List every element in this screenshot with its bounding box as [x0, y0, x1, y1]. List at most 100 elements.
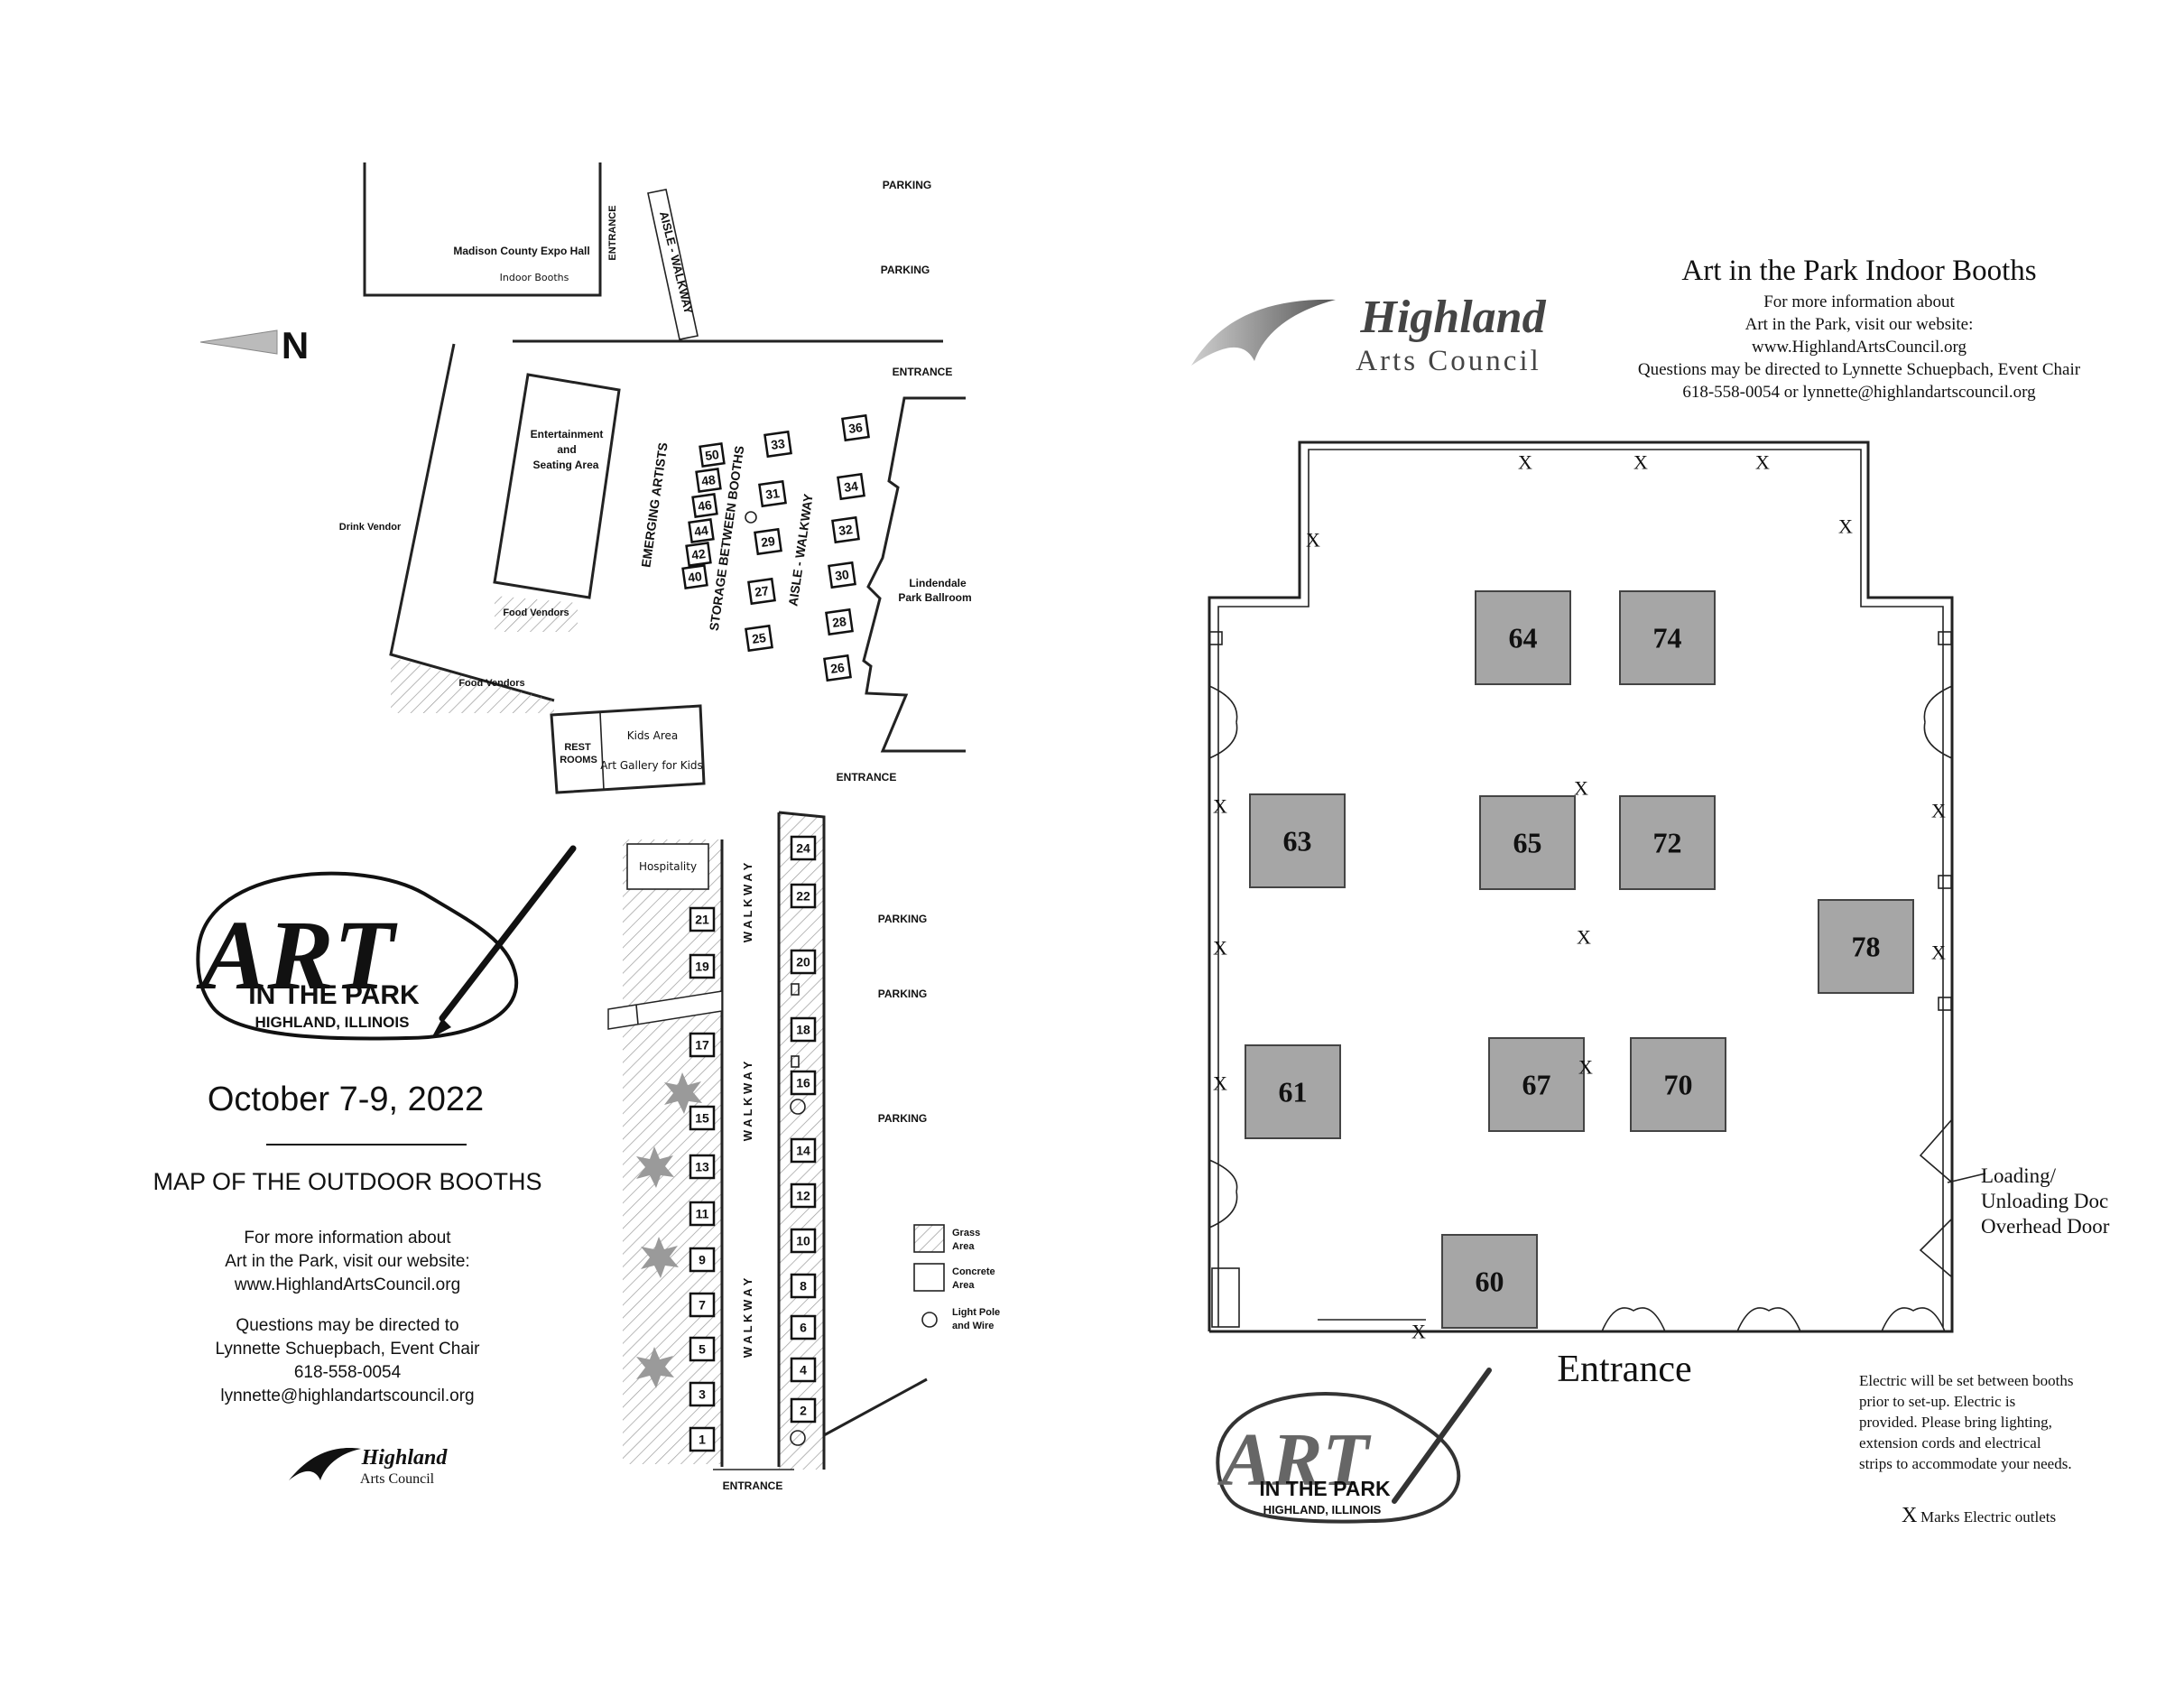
- logo-art-text: ART: [196, 900, 398, 1010]
- indoor-booth-number: 63: [1283, 825, 1312, 858]
- outdoor-booth: 28: [825, 607, 854, 636]
- outdoor-booth: 8: [790, 1273, 817, 1299]
- loading-door-1: [1919, 1118, 1953, 1183]
- tree-icon: [641, 1237, 679, 1278]
- indoor-booth: 61: [1245, 1044, 1341, 1139]
- outdoor-booth: 26: [823, 654, 852, 682]
- outdoor-booth: 16: [790, 1070, 817, 1096]
- parking-label-2: PARKING: [881, 264, 930, 276]
- hospitality-label: Hospitality: [639, 860, 697, 873]
- outdoor-booth: 4: [790, 1357, 817, 1383]
- outdoor-booth-number: 10: [796, 1234, 810, 1248]
- outdoor-booth-box: [688, 518, 715, 543]
- indoor-booth: 60: [1441, 1234, 1538, 1329]
- outdoor-booth: 42: [685, 542, 712, 567]
- electric-outlet-mark: X: [1633, 451, 1648, 474]
- outdoor-booth-number: 42: [690, 546, 707, 562]
- outdoor-booth-number: 1: [699, 1433, 706, 1447]
- outdoor-booth-box: [790, 1183, 817, 1209]
- entrance-label-mid: ENTRANCE: [837, 771, 897, 784]
- outdoor-booth-box: [689, 1426, 716, 1452]
- door-left-1: [1208, 685, 1238, 759]
- electric-outlet-mark: X: [1838, 515, 1853, 538]
- info-more-1: For more information about: [244, 1229, 451, 1247]
- outdoor-booth: 50: [699, 442, 726, 468]
- outdoor-booth: 33: [763, 430, 792, 459]
- light-pole-icon: [790, 1099, 806, 1115]
- food-vendors-hatch-lower: [391, 657, 554, 713]
- rest-label: REST: [564, 742, 591, 753]
- outdoor-booth-box: [790, 1273, 817, 1299]
- electric-outlet-mark: X: [1213, 937, 1227, 960]
- outdoor-booth-number: 2: [800, 1404, 807, 1418]
- legend-grass-1: Grass: [952, 1228, 980, 1238]
- palette-outline-right: [1216, 1392, 1461, 1524]
- outdoor-booth-number: 40: [687, 569, 703, 585]
- logo-in-the-park: IN THE PARK: [248, 980, 420, 1010]
- outdoor-booth-number: 17: [695, 1038, 709, 1053]
- kids-area-building: [550, 704, 706, 794]
- outdoor-booth-box: [790, 949, 817, 975]
- outdoor-booth-number: 11: [696, 1207, 709, 1221]
- crosswalk-strip: [607, 990, 723, 1030]
- tree-icons: [636, 1072, 702, 1388]
- hospitality-tent: [626, 843, 709, 890]
- electric-note: Electric will be set between booths prio…: [1859, 1372, 2073, 1527]
- outdoor-booth-number: 13: [695, 1160, 709, 1174]
- parking-label-1: PARKING: [883, 179, 931, 191]
- parking-label-3: PARKING: [878, 913, 927, 925]
- electric-note-3: provided. Please bring lighting,: [1859, 1414, 2052, 1431]
- wall-column: [1938, 631, 1952, 645]
- indoor-booth-number: 74: [1653, 622, 1682, 654]
- indoor-booth-number: 78: [1852, 931, 1881, 963]
- grass-area-left: [623, 839, 722, 1464]
- outdoor-booth-number: 16: [796, 1076, 810, 1090]
- outdoor-booth-box: [790, 1397, 817, 1424]
- outdoor-booth-number: 48: [700, 472, 717, 488]
- tree-icon: [636, 1347, 674, 1388]
- electric-note-4: extension cords and electrical: [1859, 1434, 2041, 1451]
- expo-hall-label: Madison County Expo Hall: [453, 245, 589, 257]
- logo-city: HIGHLAND, ILLINOIS: [255, 1014, 410, 1031]
- indoor-booth-number: 65: [1513, 827, 1542, 859]
- outdoor-booth: 34: [837, 472, 865, 501]
- highland-swoosh-icon: [1191, 299, 1336, 366]
- entrance-label-top: ENTRANCE: [607, 205, 618, 260]
- north-arrow-icon: [199, 329, 278, 355]
- info-phone: 618-558-0054: [294, 1363, 402, 1382]
- indoor-title: Art in the Park Indoor Booths: [1681, 255, 2036, 287]
- indoor-booth-box: [1441, 1234, 1538, 1329]
- outdoor-booth: 40: [681, 564, 708, 589]
- electric-note-2: prior to set-up. Electric is: [1859, 1393, 2015, 1410]
- outdoor-booth-number: 19: [695, 960, 709, 974]
- outdoor-booth-number: 44: [693, 523, 709, 539]
- electric-outlet-mark: X: [1213, 795, 1227, 818]
- outdoor-booth-number: 50: [704, 447, 720, 463]
- outdoor-booth-number: 31: [764, 486, 781, 502]
- walkway-label-2: W A L K W A Y: [741, 1061, 754, 1141]
- hall-inner-wall: [1217, 449, 1944, 1327]
- outdoor-legend: Grass Area Concrete Area Light Pole and …: [913, 1224, 1000, 1331]
- electric-outlet-mark: X: [1411, 1321, 1426, 1343]
- outdoor-booth-box: [689, 1292, 716, 1318]
- electric-outlet-mark: X: [1518, 451, 1532, 474]
- indoor-booth-box: [1479, 795, 1576, 890]
- loading-text-2: Unloading Doc: [1981, 1190, 2108, 1212]
- outdoor-booth-number: 9: [699, 1253, 706, 1267]
- entertainment-label: Entertainment: [531, 428, 604, 441]
- indoor-booth: 70: [1630, 1037, 1726, 1132]
- outdoor-booth-box: [823, 654, 852, 682]
- lindendale-label-1: Lindendale: [909, 577, 967, 589]
- electric-note-5: strips to accommodate your needs.: [1859, 1455, 2072, 1472]
- outdoor-booth-box: [689, 1247, 716, 1273]
- indoor-booth-box: [1630, 1037, 1726, 1132]
- outdoor-booth: 46: [691, 493, 718, 518]
- electric-outlet-mark: X: [1574, 777, 1588, 800]
- indoor-booth-box: [1488, 1037, 1585, 1132]
- tree-icon: [636, 1146, 674, 1188]
- aisle-walkway-mid-label: AISLE - WALKWAY: [785, 492, 815, 607]
- outdoor-booth-box: [689, 906, 716, 932]
- lindendale-label-2: Park Ballroom: [898, 591, 971, 604]
- food-vendors-label-upper: Food Vendors: [503, 607, 569, 618]
